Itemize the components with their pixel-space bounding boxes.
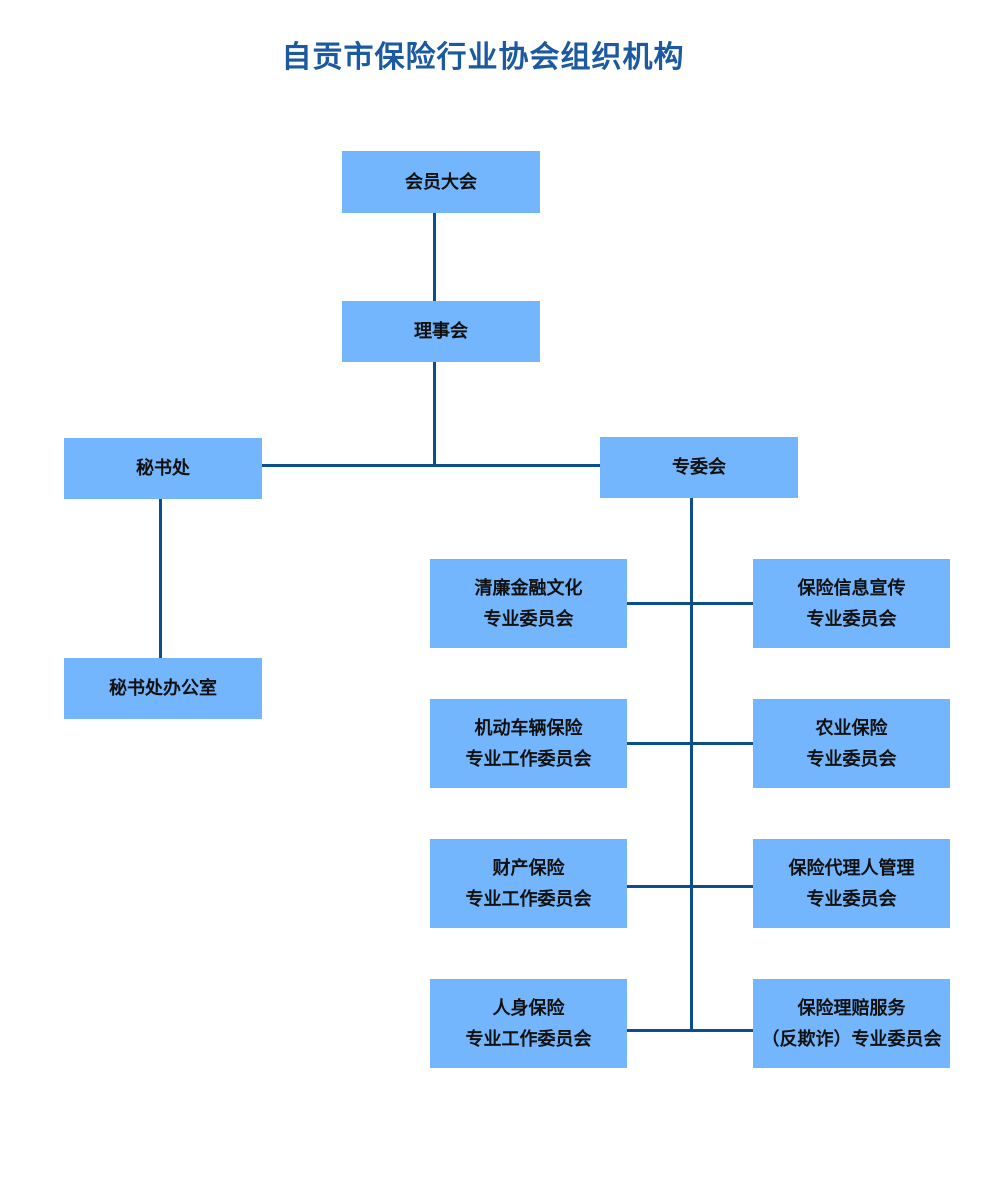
connector-line xyxy=(627,602,753,605)
node-label-line2: 专业委员会 xyxy=(483,608,574,630)
node-label-line2: 专业工作委员会 xyxy=(465,1028,592,1050)
node-label: 秘书处 xyxy=(136,458,190,479)
node-clean-finance-committee: 清廉金融文化 专业委员会 xyxy=(430,559,627,648)
node-property-committee: 财产保险 专业工作委员会 xyxy=(430,839,627,928)
connector-line xyxy=(433,362,436,466)
node-agriculture-committee: 农业保险 专业委员会 xyxy=(753,699,950,788)
node-label: 秘书处办公室 xyxy=(109,678,217,699)
node-secretariat-office: 秘书处办公室 xyxy=(64,658,262,719)
node-label-line1: 保险代理人管理 xyxy=(788,857,915,879)
page-title: 自贡市保险行业协会组织机构 xyxy=(281,40,685,75)
node-council: 理事会 xyxy=(342,301,540,362)
node-label-line2: 专业工作委员会 xyxy=(465,748,592,770)
node-label-line1: 保险信息宣传 xyxy=(797,577,906,599)
node-label-line2: （反欺诈）专业委员会 xyxy=(761,1028,942,1050)
node-label: 会员大会 xyxy=(405,171,477,193)
connector-line xyxy=(262,464,600,467)
connector-line xyxy=(627,742,753,745)
connector-line xyxy=(690,498,693,1032)
node-publicity-committee: 保险信息宣传 专业委员会 xyxy=(753,559,950,648)
connector-line xyxy=(627,1029,753,1032)
node-label: 专委会 xyxy=(672,457,726,478)
node-label-line2: 专业委员会 xyxy=(806,888,897,910)
node-life-committee: 人身保险 专业工作委员会 xyxy=(430,979,627,1068)
node-label-line1: 机动车辆保险 xyxy=(474,717,583,739)
node-motor-committee: 机动车辆保险 专业工作委员会 xyxy=(430,699,627,788)
node-label-line2: 专业委员会 xyxy=(806,748,897,770)
connector-line xyxy=(627,885,753,888)
node-label-line2: 专业委员会 xyxy=(806,608,897,630)
node-agent-management-committee: 保险代理人管理 专业委员会 xyxy=(753,839,950,928)
node-label-line1: 保险理赔服务 xyxy=(797,997,906,1019)
node-label-line1: 农业保险 xyxy=(815,717,888,739)
connector-line xyxy=(159,499,162,658)
node-label-line1: 清廉金融文化 xyxy=(474,577,583,599)
connector-line xyxy=(433,213,436,301)
node-secretariat: 秘书处 xyxy=(64,438,262,499)
node-label-line1: 财产保险 xyxy=(492,857,565,879)
node-label-line2: 专业工作委员会 xyxy=(465,888,592,910)
node-label-line1: 人身保险 xyxy=(492,997,565,1019)
node-general-assembly: 会员大会 xyxy=(342,151,540,213)
node-label: 理事会 xyxy=(414,321,468,342)
node-committees: 专委会 xyxy=(600,437,798,498)
node-claims-committee: 保险理赔服务 （反欺诈）专业委员会 xyxy=(753,979,950,1068)
